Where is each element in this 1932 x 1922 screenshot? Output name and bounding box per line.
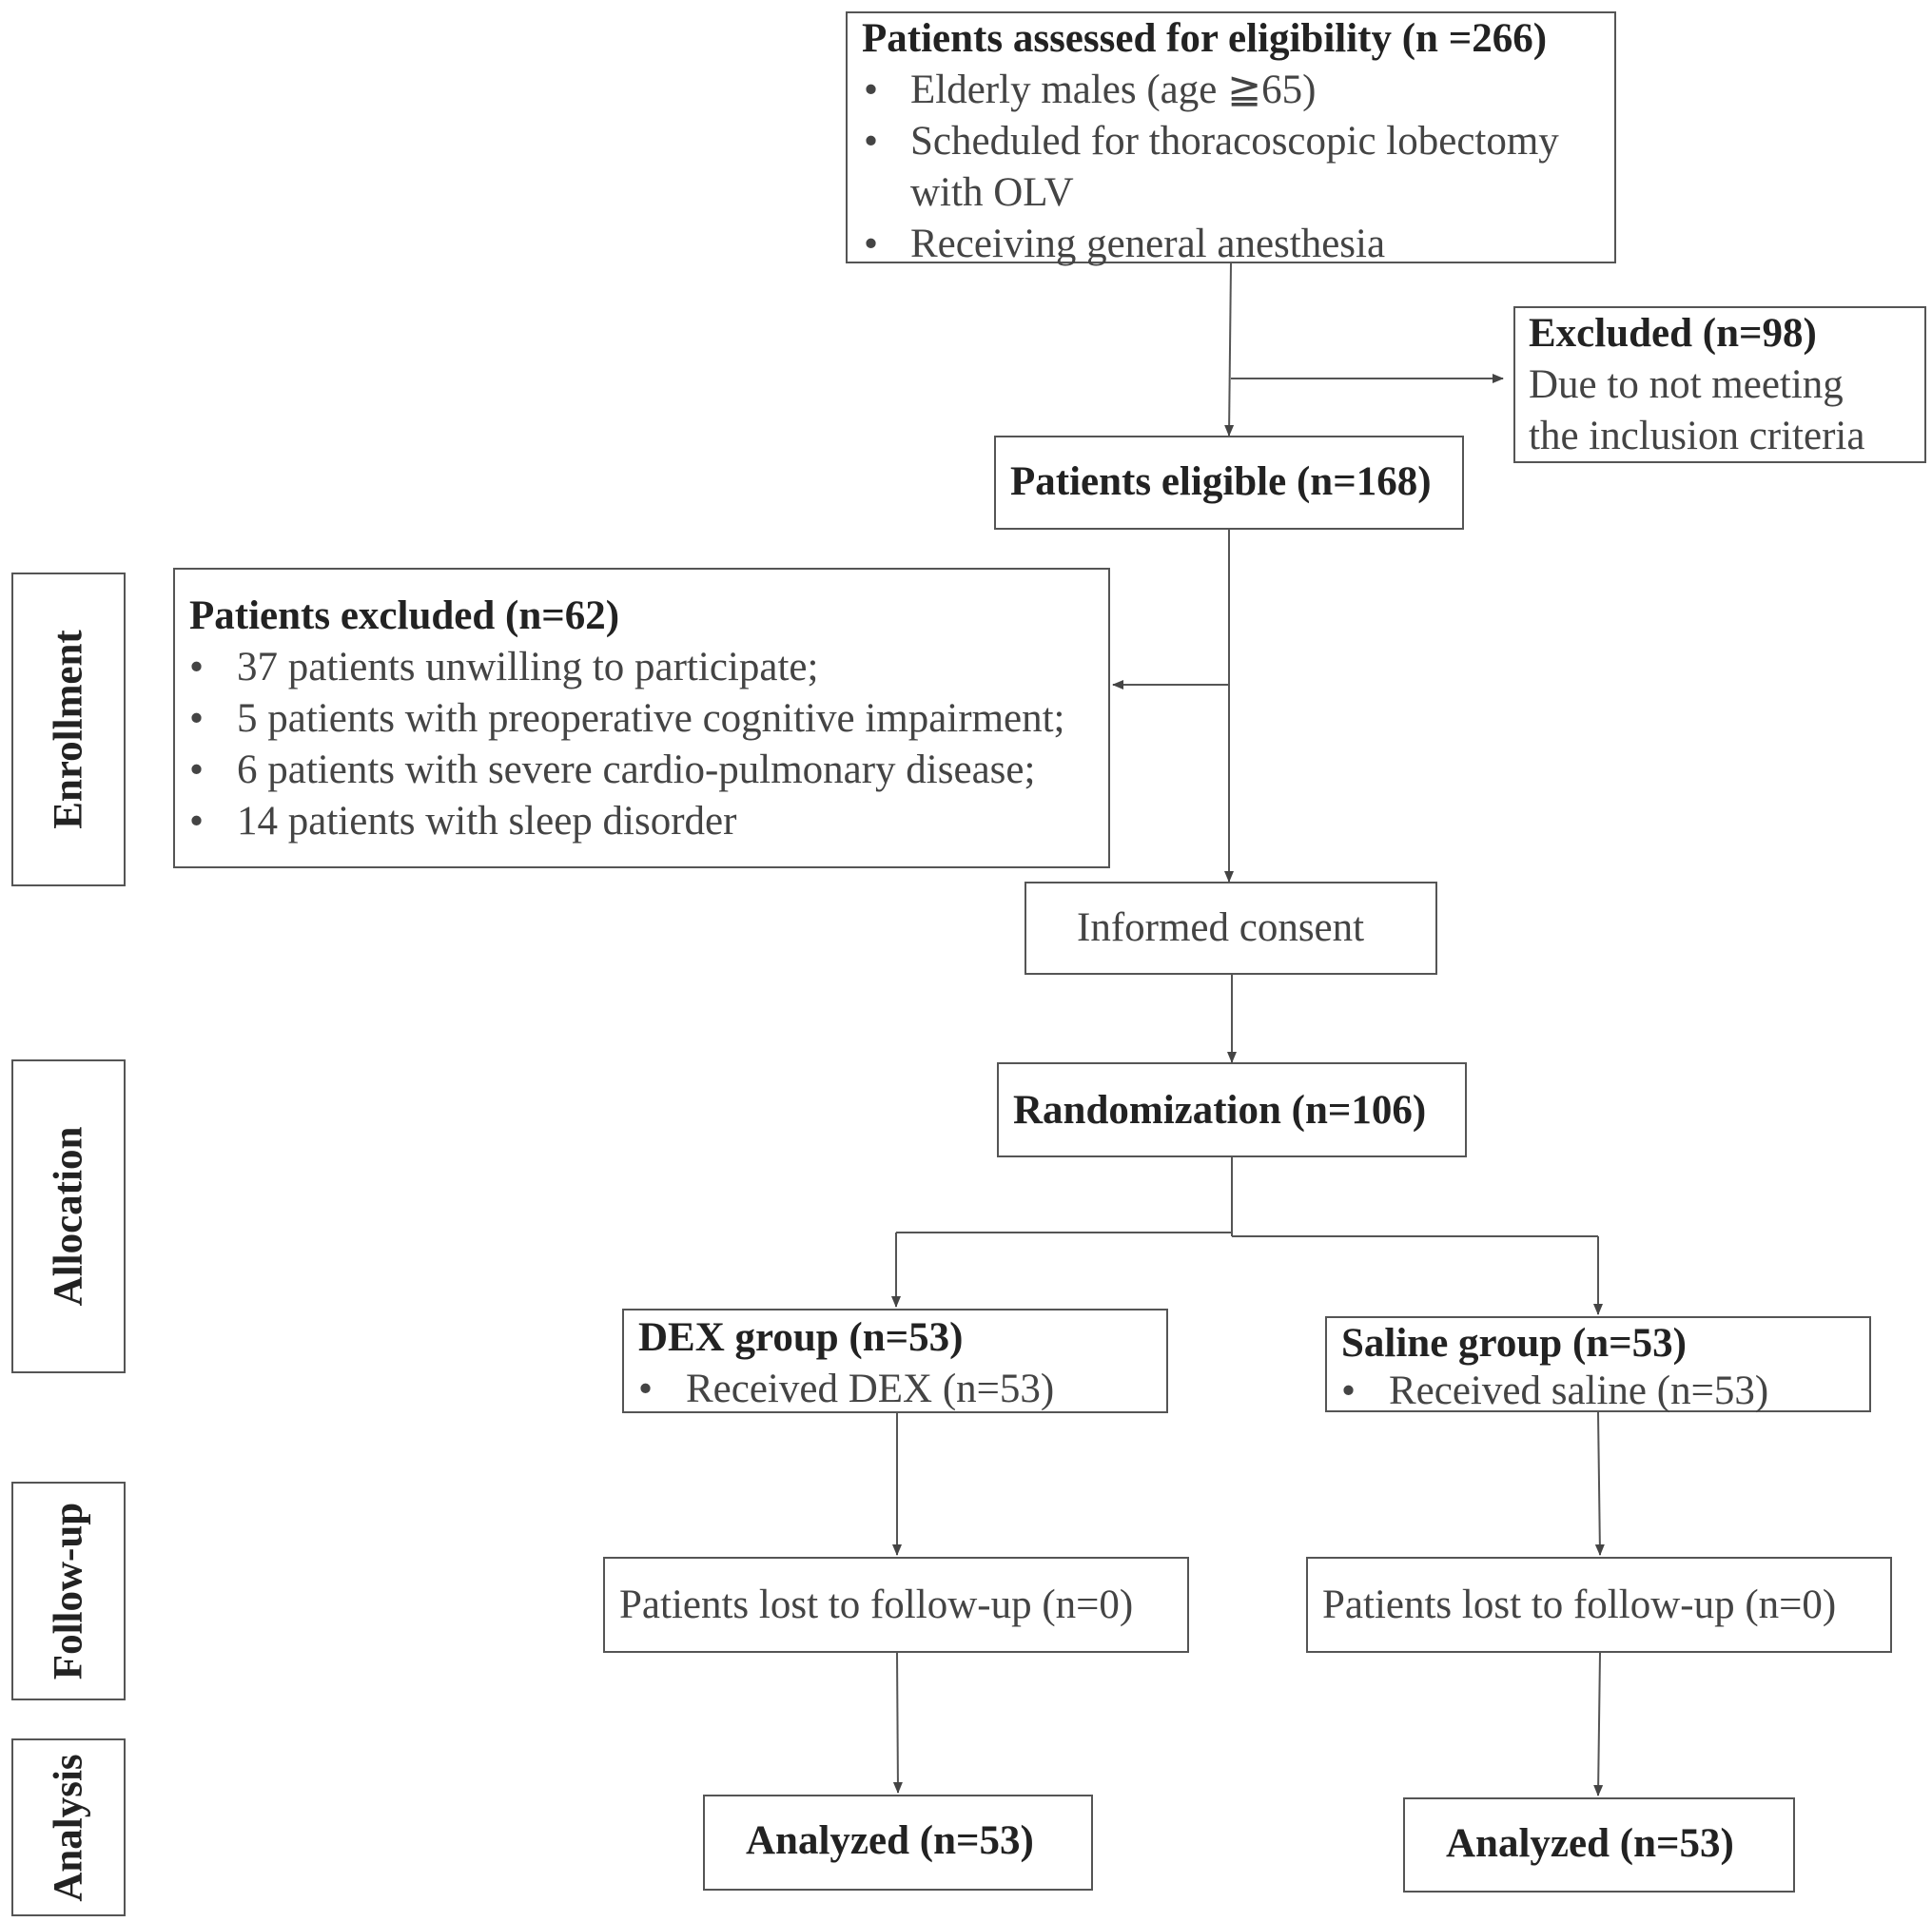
excluded-62-item: 37 patients unwilling to participate; — [237, 645, 819, 689]
eligible-box: Patients eligible (n=168) — [994, 436, 1464, 530]
analyzed-dex-box: Analyzed (n=53) — [703, 1795, 1093, 1891]
randomization-title: Randomization (n=106) — [1013, 1088, 1427, 1133]
stage-allocation-label: Allocation — [46, 1126, 91, 1307]
analyzed-saline-box: Analyzed (n=53) — [1403, 1797, 1795, 1893]
stage-allocation: Allocation — [11, 1059, 126, 1373]
consent-box: Informed consent — [1025, 882, 1437, 975]
bullet: • — [864, 222, 879, 266]
assessed-item: Receiving general anesthesia — [910, 222, 1386, 266]
bullet: • — [189, 799, 205, 844]
dex-group-box: DEX group (n=53) • Received DEX (n=53) — [622, 1309, 1168, 1413]
arrow-dex-followup-to-analyzed — [892, 1652, 903, 1794]
excluded-98-title: Excluded (n=98) — [1529, 311, 1817, 356]
excluded-62-item: 6 patients with severe cardio-pulmonary … — [237, 747, 1036, 792]
followup-saline-text: Patients lost to follow-up (n=0) — [1322, 1582, 1837, 1627]
excluded-62-item: 5 patients with preoperative cognitive i… — [237, 696, 1065, 741]
assessed-item-continued: with OLV — [910, 170, 1074, 215]
eligible-title: Patients eligible (n=168) — [1010, 459, 1432, 504]
saline-group-box: Saline group (n=53) • Received saline (n… — [1325, 1316, 1871, 1413]
assessed-box: Patients assessed for eligibility (n =26… — [846, 11, 1616, 266]
saline-group-item: Received saline (n=53) — [1389, 1369, 1769, 1413]
stage-enrollment-label: Enrollment — [46, 630, 91, 829]
arrow-assessed-to-eligible — [1224, 262, 1235, 437]
consent-text: Informed consent — [1077, 905, 1365, 950]
stage-enrollment: Enrollment — [11, 573, 126, 886]
followup-saline-box: Patients lost to follow-up (n=0) — [1306, 1557, 1892, 1653]
stage-followup: Follow-up — [11, 1482, 126, 1700]
assessed-title: Patients assessed for eligibility (n =26… — [862, 16, 1548, 61]
bullet: • — [864, 119, 879, 164]
followup-dex-text: Patients lost to follow-up (n=0) — [619, 1582, 1134, 1627]
excluded-62-title: Patients excluded (n=62) — [189, 593, 620, 638]
excluded-98-reason: Due to not meeting — [1529, 362, 1844, 407]
bullet: • — [864, 68, 879, 112]
bullet: • — [189, 696, 205, 741]
saline-group-title: Saline group (n=53) — [1341, 1321, 1688, 1366]
stage-analysis-label: Analysis — [46, 1753, 91, 1902]
randomization-box: Randomization (n=106) — [997, 1062, 1467, 1157]
assessed-item: Elderly males (age ≧65) — [910, 68, 1317, 112]
arrow-saline-followup-to-analyzed — [1593, 1652, 1604, 1796]
analyzed-saline-title: Analyzed (n=53) — [1446, 1821, 1734, 1866]
excluded-98-reason: the inclusion criteria — [1529, 414, 1865, 458]
arrow-saline-to-followup — [1594, 1411, 1605, 1556]
stage-followup-label: Follow-up — [46, 1502, 91, 1680]
followup-dex-box: Patients lost to follow-up (n=0) — [603, 1557, 1189, 1653]
stage-analysis: Analysis — [11, 1738, 126, 1916]
excluded-62-box: Patients excluded (n=62) • 37 patients u… — [173, 568, 1110, 868]
bullet: • — [638, 1367, 654, 1411]
excluded-98-box: Excluded (n=98) Due to not meeting the i… — [1513, 306, 1926, 463]
dex-group-title: DEX group (n=53) — [638, 1315, 964, 1360]
bullet: • — [1341, 1369, 1356, 1413]
bullet: • — [189, 645, 205, 689]
bullet: • — [189, 747, 205, 792]
dex-group-item: Received DEX (n=53) — [686, 1367, 1055, 1411]
excluded-62-item: 14 patients with sleep disorder — [237, 799, 737, 844]
assessed-item: Scheduled for thoracoscopic lobectomy — [910, 119, 1559, 164]
analyzed-dex-title: Analyzed (n=53) — [746, 1818, 1034, 1863]
